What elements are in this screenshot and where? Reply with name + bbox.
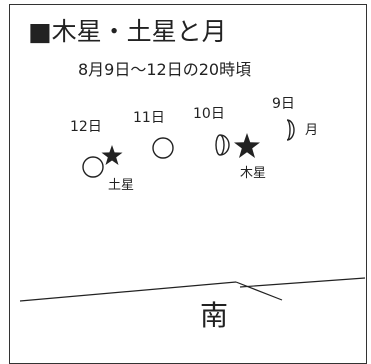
horizon-line [19,277,366,302]
date-label-10: 10日 [193,106,225,122]
jupiter-label: 木星 [240,166,267,181]
jupiter-star-icon [234,133,260,158]
date-label-11: 11日 [133,110,165,126]
date-label-12: 12日 [70,119,102,135]
moon-12-icon [82,156,104,178]
sky-chart [19,119,366,302]
saturn-label: 土星 [108,178,135,193]
moon-label: 月 [305,123,319,138]
figure-title: ■木星・土星と月 [28,17,227,46]
saturn-star-icon [101,145,123,165]
direction-south-label: 南 [200,299,229,332]
figure-subtitle: 8月9日〜12日の20時頃 [78,60,252,79]
date-label-9: 9日 [272,96,295,112]
moon-10-icon [215,134,230,156]
moon-11-icon [152,137,174,159]
moon-9-icon [286,119,295,141]
